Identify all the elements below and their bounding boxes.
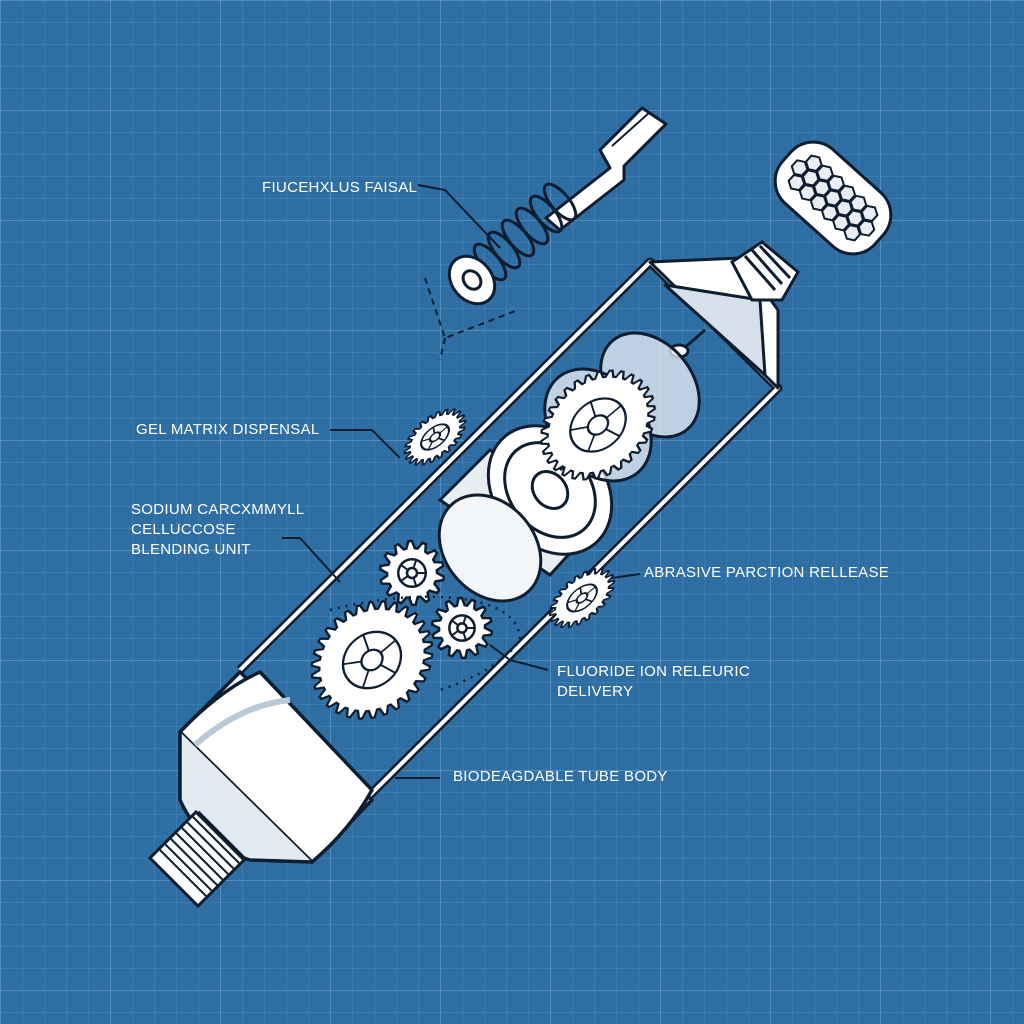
label-sodium-line-2: CELLUCCOSE [131, 521, 236, 538]
honeycomb-cap [773, 140, 893, 256]
gear-large-bottom [310, 600, 434, 720]
label-tube-body: BIODEAGDABLE TUBE BODY [453, 768, 668, 785]
label-sodium-line-1: SODIUM CARCXMMYLL [131, 501, 305, 518]
gear-gel-matrix [403, 408, 467, 466]
gear-small-left [378, 539, 446, 607]
gear-small-right [430, 596, 494, 660]
flexible-arm [447, 106, 668, 306]
gear-abrasive [548, 567, 616, 629]
label-abrasive-release: ABRASIVE PARCTION RELLEASE [644, 564, 890, 581]
label-fluoride-line-1: FLUORIDE ION RELEURIC [557, 663, 750, 680]
threaded-end-cap [147, 809, 247, 909]
nozzle-thread [730, 240, 800, 302]
label-sodium-line-3: BLENDING UNIT [131, 541, 251, 558]
gear-set [310, 369, 656, 720]
label-fluoride-line-2: DELIVERY [557, 683, 634, 700]
leader-lines [282, 184, 641, 779]
label-flexible-arm: FIUCEHXLUS FAISAL [262, 179, 418, 196]
tube-body-base [178, 670, 374, 864]
label-gel-matrix: GEL MATRIX DISPENSAL [136, 421, 320, 438]
arm-dashed-guide [424, 277, 519, 361]
gear-top-ring [540, 369, 656, 481]
particle-path [329, 595, 522, 692]
